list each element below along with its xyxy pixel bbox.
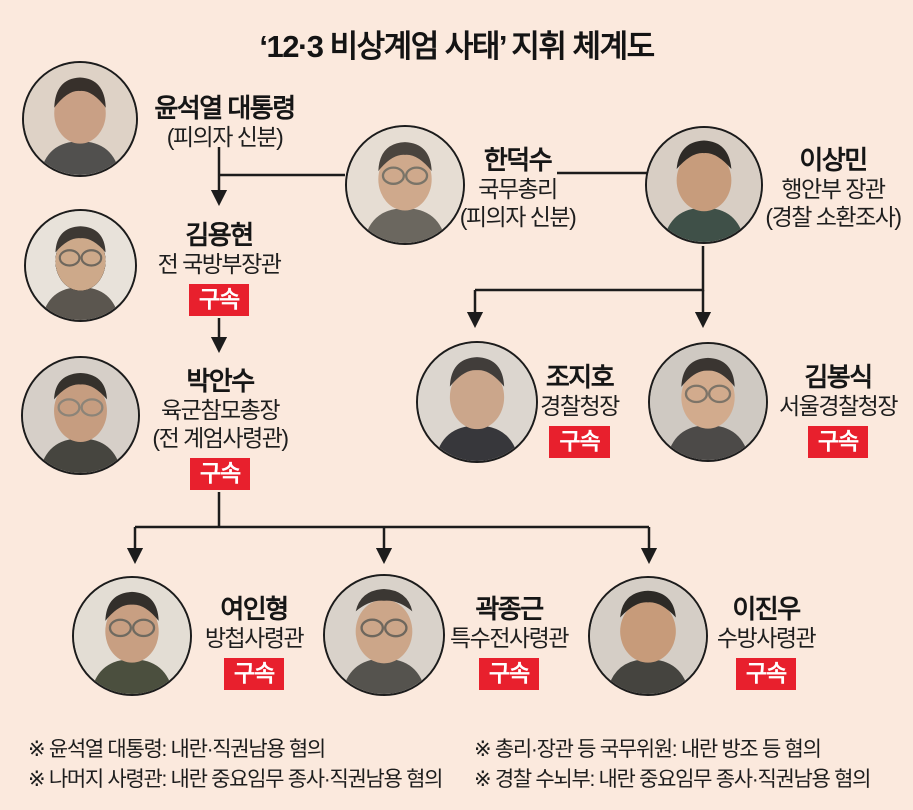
arrest-badge: 구속: [549, 426, 610, 458]
footnote-line: ※ 나머지 사령관: 내란 중요임무 종사·직권남용 혐의: [28, 768, 443, 791]
person-status: (전 계엄사령관): [152, 425, 289, 451]
person-role: 수방사령관: [716, 625, 817, 651]
person-status: (경찰 소환조사): [765, 204, 902, 230]
footnotes-left-column: ※ 윤석열 대통령: 내란·직권남용 혐의 ※ 나머지 사령관: 내란 중요임무…: [28, 735, 443, 795]
portrait-photo: [588, 576, 708, 696]
arrest-badge: 구속: [478, 658, 540, 690]
arrest-badge: 구속: [807, 426, 869, 458]
person-role: 국무총리: [478, 176, 558, 202]
person-name: 곽종근: [475, 594, 544, 624]
person-name: 이진우: [732, 594, 801, 624]
portrait-photo: [72, 576, 192, 696]
portrait-photo: [22, 61, 138, 177]
arrest-badge: 구속: [735, 658, 797, 690]
person-role: 서울경찰청장: [779, 393, 898, 419]
person-role: 방첩사령관: [204, 625, 305, 651]
person-role: 전 국방부장관: [157, 251, 282, 277]
person-name: 김봉식: [804, 362, 873, 392]
person-role: 특수전사령관: [450, 625, 569, 651]
person-role: 경찰청장: [540, 393, 620, 419]
page-title: ‘12·3 비상계엄 사태’ 지휘 체계도: [259, 29, 655, 64]
person-name: 김용현: [185, 220, 254, 250]
portrait-photo: [24, 209, 137, 322]
person-role: 행안부 장관: [781, 176, 886, 202]
portrait-photo: [345, 125, 465, 245]
footnotes: ※ 윤석열 대통령: 내란·직권남용 혐의 ※ 나머지 사령관: 내란 중요임무…: [0, 735, 913, 805]
person-name: 조지호: [545, 362, 615, 392]
portrait-photo: [323, 574, 445, 696]
portrait-photo: [21, 356, 140, 475]
footnote-line: ※ 총리·장관 등 국무위원: 내란 방조 등 혐의: [474, 738, 822, 761]
arrest-badge: 구속: [188, 284, 250, 316]
footnote-line: ※ 경찰 수뇌부: 내란 중요임무 종사·직권남용 혐의: [474, 768, 871, 791]
portrait-photo: [648, 342, 768, 462]
person-name: 여인형: [220, 594, 289, 624]
arrest-badge: 구속: [189, 458, 251, 490]
footnotes-right-column: ※ 총리·장관 등 국무위원: 내란 방조 등 혐의 ※ 경찰 수뇌부: 내란 …: [474, 735, 871, 795]
person-status: (피의자 신분): [166, 124, 284, 150]
footnote-line: ※ 윤석열 대통령: 내란·직권남용 혐의: [28, 738, 326, 761]
person-status: (피의자 신분): [459, 204, 577, 230]
person-role: 육군참모총장: [161, 397, 280, 423]
person-name: 박안수: [186, 366, 255, 396]
portrait-photo: [416, 341, 538, 463]
person-name: 한덕수: [483, 145, 553, 175]
arrest-badge: 구속: [223, 658, 285, 690]
person-name: 이상민: [799, 145, 868, 175]
portrait-photo: [645, 126, 763, 244]
person-name: 윤석열 대통령: [154, 93, 296, 123]
